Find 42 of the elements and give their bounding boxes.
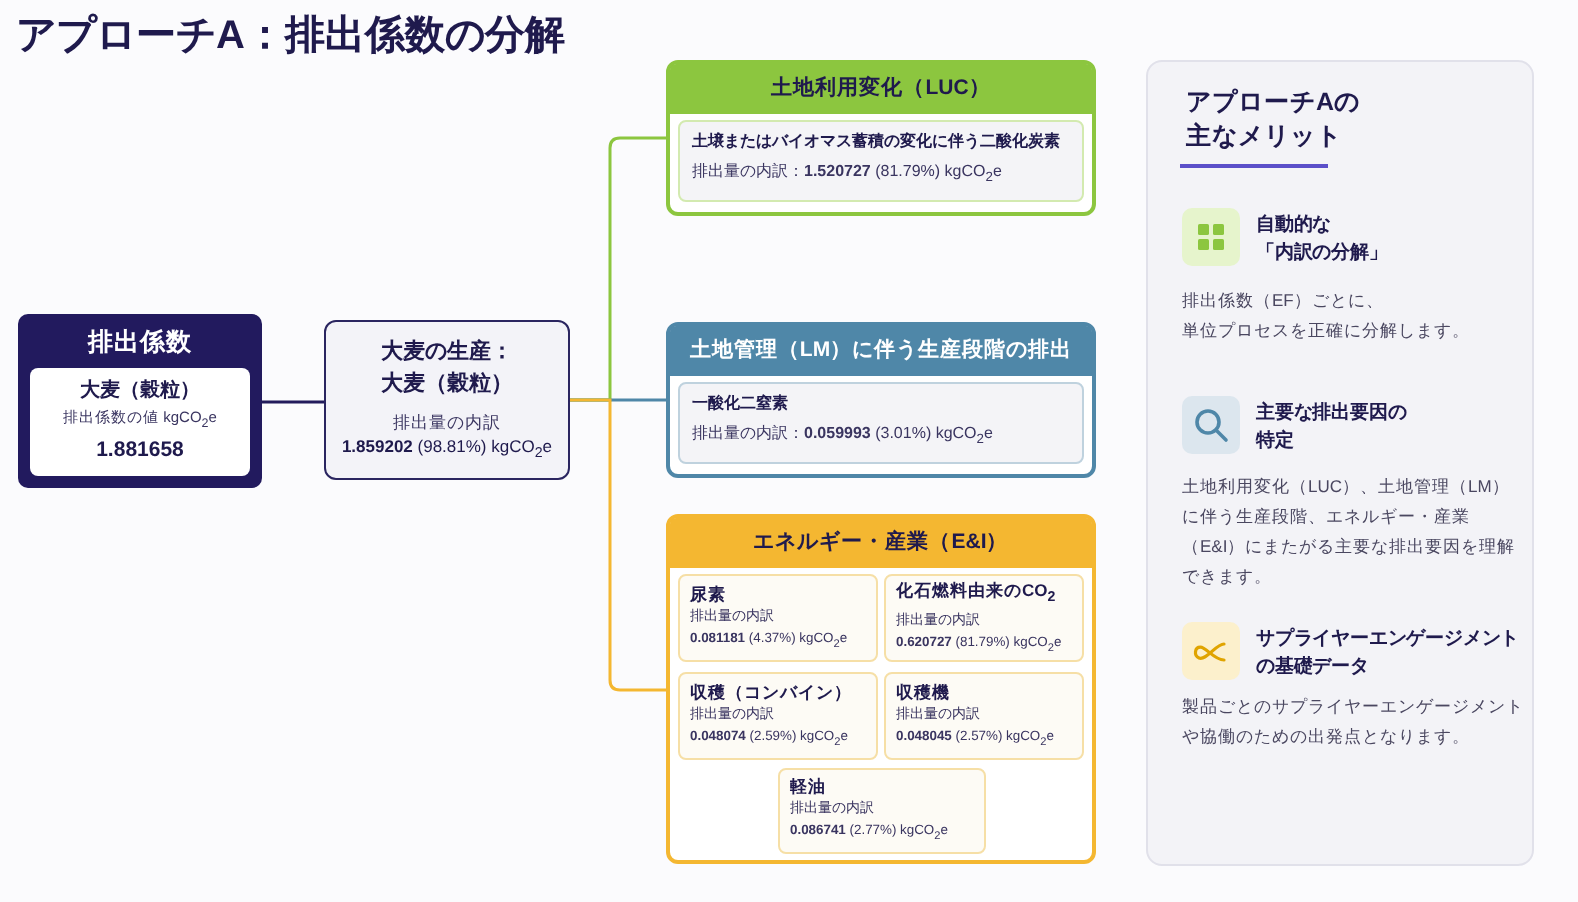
box-title: 大麦の生産：大麦（穀粒） [379, 337, 515, 400]
connector-line [262, 400, 324, 404]
box-heading: 排出係数 [85, 326, 194, 360]
card-title: 収穫機 [896, 679, 952, 704]
category-box [666, 514, 1096, 864]
value-number: 1.881658 [96, 436, 184, 467]
value-card [30, 368, 250, 476]
detail-card [678, 120, 1084, 202]
category-box [666, 60, 1096, 216]
card-title: 土壌またはバイオマス蓄積の変化に伴う二酸化炭素 [692, 130, 1062, 155]
benefit-text: 製品ごとのサプライヤーエンゲージメントや協働のための出発点となります。 [1182, 694, 1526, 750]
process-box [324, 320, 570, 480]
summary-box [18, 314, 262, 488]
value-text: 1.859202 (98.81%) kgCO$_{2}$e [341, 433, 553, 465]
category-header: 土地管理（LM）に伴う生産段階の排出 [670, 326, 1092, 376]
detail-card [678, 574, 878, 662]
detail-card [678, 382, 1084, 464]
benefit-title: 主要な排出要因の特定 [1256, 400, 1409, 456]
category-box [666, 322, 1096, 478]
card-title: 大麦（穀粒） [80, 377, 200, 406]
category-header: 土地利用変化（LUC） [670, 64, 1092, 114]
card-title: 尿素 [690, 581, 728, 606]
benefit-title: 自動的な「内訳の分解」 [1256, 212, 1390, 268]
panel-heading: アプローチAの主なメリット [1186, 86, 1363, 154]
value-text: 排出量の内訳：0.059993 (3.01%) kgCO$_{2}$e [692, 422, 995, 452]
value-text: 排出量の内訳：1.520727 (81.79%) kgCO$_{2}$e [692, 160, 1004, 190]
connector-line [570, 398, 666, 692]
detail-card [678, 672, 878, 760]
card-title: 収穫（コンバイン） [690, 679, 854, 704]
benefit-title: サプライヤーエンゲージメントの基礎データ [1256, 626, 1522, 682]
card-title: 化石燃料由来のCO$_{2}$ [896, 578, 1058, 610]
page-title: アプローチA：排出係数の分解 [16, 11, 565, 62]
benefit-text: 排出係数（EF）ごとに、単位プロセスを正確に分解します。 [1182, 288, 1472, 344]
detail-card [778, 768, 986, 854]
info-panel [1146, 60, 1534, 866]
detail-card [884, 672, 1084, 760]
card-title: 軽油 [790, 774, 828, 799]
detail-card [884, 574, 1084, 662]
category-header: エネルギー・産業（E&I） [670, 518, 1092, 568]
card-title: 一酸化二窒素 [692, 392, 790, 417]
benefit-text: 土地利用変化（LUC）、土地管理（LM）に伴う生産段階、エネルギー・産業（E&I）にまたがる主要な排出要因を理解できます。 [1182, 474, 1518, 590]
value-label: 排出量の内訳 [393, 409, 501, 434]
